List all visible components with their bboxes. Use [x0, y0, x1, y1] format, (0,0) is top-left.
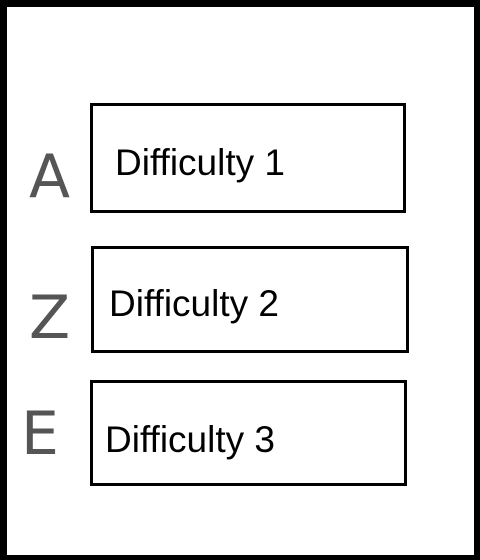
- difficulty-1-button[interactable]: Difficulty 1: [90, 103, 406, 213]
- difficulty-2-button[interactable]: Difficulty 2: [91, 246, 409, 353]
- key-hint-a: A: [29, 142, 71, 212]
- difficulty-1-label: Difficulty 1: [115, 142, 285, 183]
- key-hint-z: Z: [29, 283, 71, 353]
- difficulty-3-label: Difficulty 3: [105, 419, 275, 460]
- difficulty-3-button[interactable]: Difficulty 3: [90, 380, 407, 486]
- difficulty-2-label: Difficulty 2: [109, 283, 279, 324]
- key-hint-e: E: [21, 399, 59, 469]
